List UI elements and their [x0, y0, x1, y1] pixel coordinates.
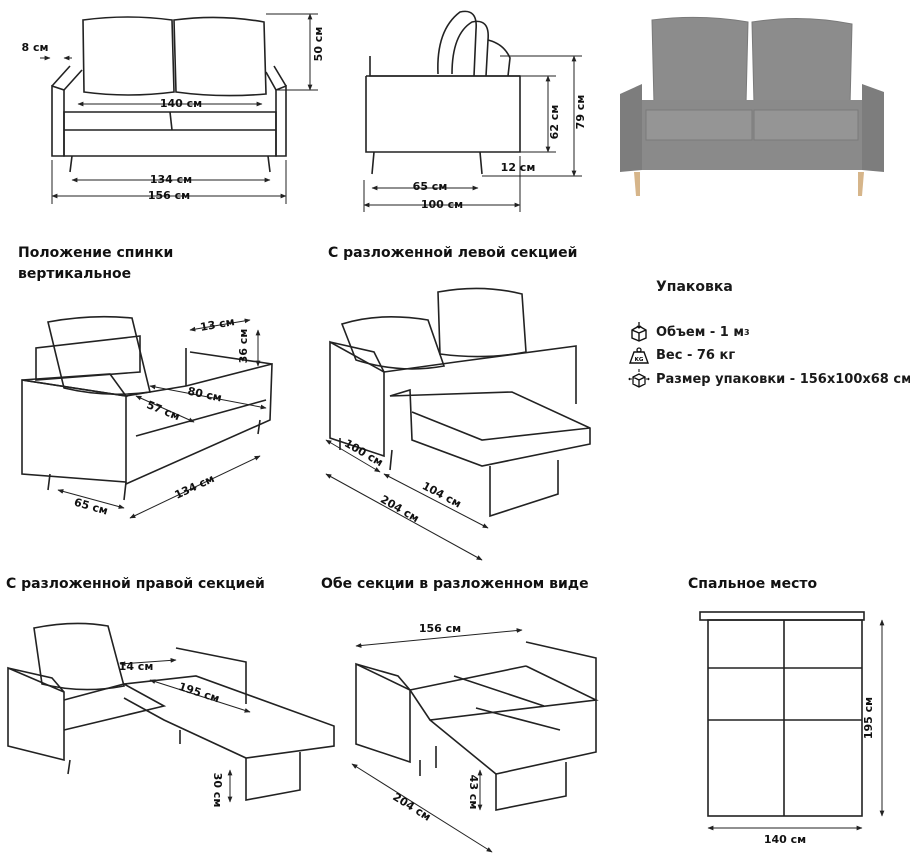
dim-side-height-62: 62 см	[548, 105, 561, 140]
side-view-drawing	[365, 10, 521, 175]
box-volume-icon	[628, 322, 650, 342]
dim-inner-width: 140 см	[160, 97, 202, 110]
front-view-dims	[40, 13, 318, 204]
iso-both-open-drawing	[355, 641, 599, 811]
dim-right-195: 195 см	[177, 680, 221, 705]
dim-iso-36: 36 см	[237, 329, 250, 364]
sleeping-area-dims	[707, 619, 885, 831]
dim-right-30: 30 см	[211, 773, 224, 808]
iso-left-open-dims	[325, 439, 489, 561]
dim-right-14: 14 см	[119, 660, 154, 673]
package-size-icon	[628, 369, 650, 389]
dim-left-204: 204 см	[378, 493, 421, 525]
dim-side-height-79: 79 см	[574, 95, 587, 130]
side-view-dims	[363, 55, 582, 212]
iso-right-open-drawing	[7, 622, 335, 801]
dim-both-43: 43 см	[467, 775, 480, 810]
dim-iso-57: 57 см	[145, 398, 182, 423]
packaging-size-row: Размер упаковки - 156x100x68 см	[628, 369, 910, 389]
front-view-drawing	[51, 16, 287, 173]
caption-sleeping-area: Спальное место	[688, 576, 818, 592]
dim-leg-height: 12 см	[501, 161, 536, 174]
packaging-weight: Вес - 76 кг	[656, 347, 736, 363]
iso-both-open-dims	[351, 628, 523, 853]
iso-upright-dims	[57, 318, 267, 519]
dim-iso-65: 65 см	[73, 496, 110, 518]
dim-bed-length: 195 см	[862, 697, 875, 739]
caption-left-open: С разложенной левой секцией	[328, 245, 578, 261]
packaging-volume-sup: 3	[744, 327, 750, 337]
dim-seat-depth: 65 см	[413, 180, 448, 193]
dim-iso-80: 80 см	[186, 385, 223, 405]
sleeping-area-drawing	[699, 611, 865, 817]
dim-total-width: 156 см	[148, 189, 190, 202]
caption-upright-line1: Положение спинки	[18, 245, 174, 261]
packaging-weight-row: KG Вес - 76 кг	[628, 345, 735, 365]
sofa-photo	[620, 16, 884, 196]
dim-seat-width: 134 см	[150, 173, 192, 186]
dim-both-156: 156 см	[419, 622, 461, 635]
caption-upright: Положение спинки вертикальное	[18, 243, 173, 285]
dim-both-204: 204 см	[390, 790, 433, 823]
packaging-title: Упаковка	[656, 279, 733, 295]
dim-back-height: 50 см	[312, 27, 325, 62]
dim-iso-13: 13 см	[199, 315, 235, 334]
dim-bed-width: 140 см	[764, 833, 806, 846]
dim-arm-width: 8 см	[22, 41, 49, 54]
dim-iso-134: 134 см	[173, 472, 217, 502]
caption-upright-line2: вертикальное	[18, 266, 132, 282]
caption-right-open: С разложенной правой секцией	[6, 576, 265, 592]
packaging-size: Размер упаковки - 156x100x68 см	[656, 371, 910, 387]
dim-left-104: 104 см	[420, 479, 463, 510]
iso-right-open-dims	[119, 657, 251, 803]
dim-depth: 100 см	[421, 198, 463, 211]
caption-both-open: Обе секции в разложенном виде	[321, 576, 589, 592]
weight-kg-icon: KG	[628, 345, 650, 365]
kg-badge: KG	[635, 357, 644, 363]
iso-left-open-drawing	[329, 287, 591, 518]
packaging-volume: Объем - 1 м	[656, 324, 744, 340]
